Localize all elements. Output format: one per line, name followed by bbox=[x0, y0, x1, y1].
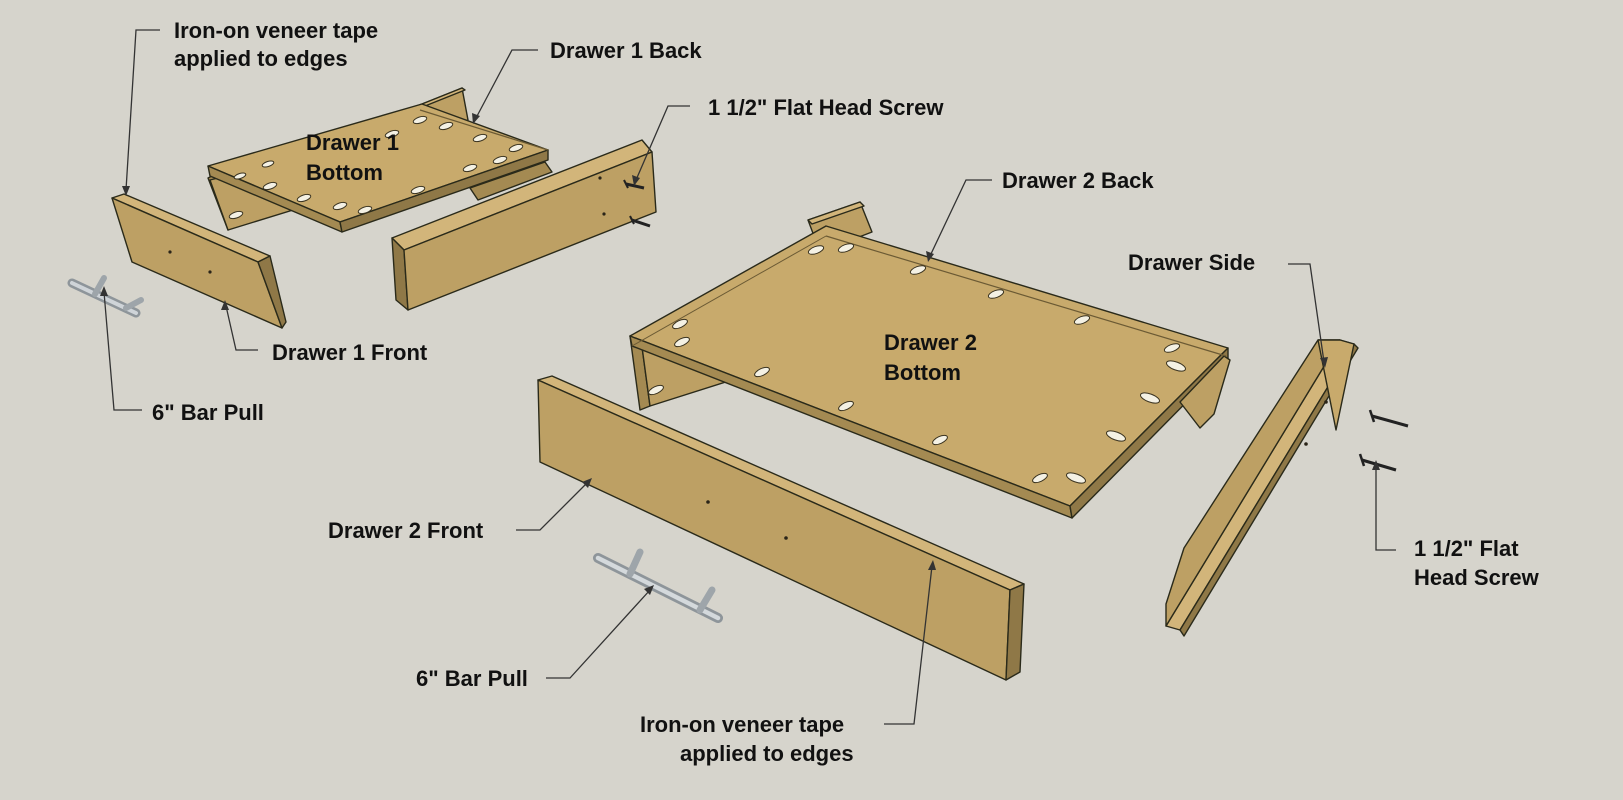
screw-top-upper bbox=[623, 179, 645, 190]
drawer1-pocket-slots bbox=[228, 115, 524, 220]
label-bar-pull-left: 6" Bar Pull bbox=[152, 400, 264, 425]
drawer2-assembly bbox=[629, 201, 1231, 519]
label-veneer-top-line2: applied to edges bbox=[174, 46, 348, 71]
screw-right-lower bbox=[1358, 453, 1397, 472]
drawer1-front-board bbox=[111, 193, 287, 329]
label-drawer2-back: Drawer 2 Back bbox=[1002, 168, 1154, 193]
leader-lines bbox=[100, 29, 1396, 725]
label-drawer2-front: Drawer 2 Front bbox=[328, 518, 484, 543]
label-veneer-top-line1: Iron-on veneer tape bbox=[174, 18, 378, 43]
drawer1-assembly bbox=[207, 87, 553, 233]
label-drawer2-bottom-line2: Bottom bbox=[884, 360, 961, 385]
label-bar-pull-bottom: 6" Bar Pull bbox=[416, 666, 528, 691]
label-veneer-bottom-line1: Iron-on veneer tape bbox=[640, 712, 844, 737]
label-drawer2-bottom-line1: Drawer 2 bbox=[884, 330, 977, 355]
label-drawer1-front: Drawer 1 Front bbox=[272, 340, 428, 365]
label-drawer-side: Drawer Side bbox=[1128, 250, 1255, 275]
label-veneer-bottom-line2: applied to edges bbox=[680, 741, 854, 766]
drawer-side-board bbox=[1165, 339, 1359, 637]
bar-pull-bottom bbox=[593, 548, 723, 623]
drawer2-front-board bbox=[537, 375, 1025, 681]
drawer1-bottom-right-edge bbox=[339, 149, 549, 233]
drawer1-back-groove bbox=[419, 109, 549, 151]
label-drawer1-bottom-line1: Drawer 1 bbox=[306, 130, 399, 155]
label-screw-right-line2: Head Screw bbox=[1414, 565, 1540, 590]
labels: Iron-on veneer tape applied to edges Dra… bbox=[152, 18, 1540, 766]
drawer1-side-board bbox=[391, 139, 657, 311]
label-drawer1-bottom-line2: Bottom bbox=[306, 160, 383, 185]
screw-right-upper bbox=[1368, 409, 1409, 428]
screw-top-lower bbox=[629, 215, 651, 228]
label-drawer1-back: Drawer 1 Back bbox=[550, 38, 702, 63]
label-screw-right-line1: 1 1/2" Flat bbox=[1414, 536, 1519, 561]
drawer2-pocket-slots bbox=[648, 243, 1186, 484]
drawer1-right-support bbox=[469, 161, 553, 201]
label-screw-top: 1 1/2" Flat Head Screw bbox=[708, 95, 944, 120]
